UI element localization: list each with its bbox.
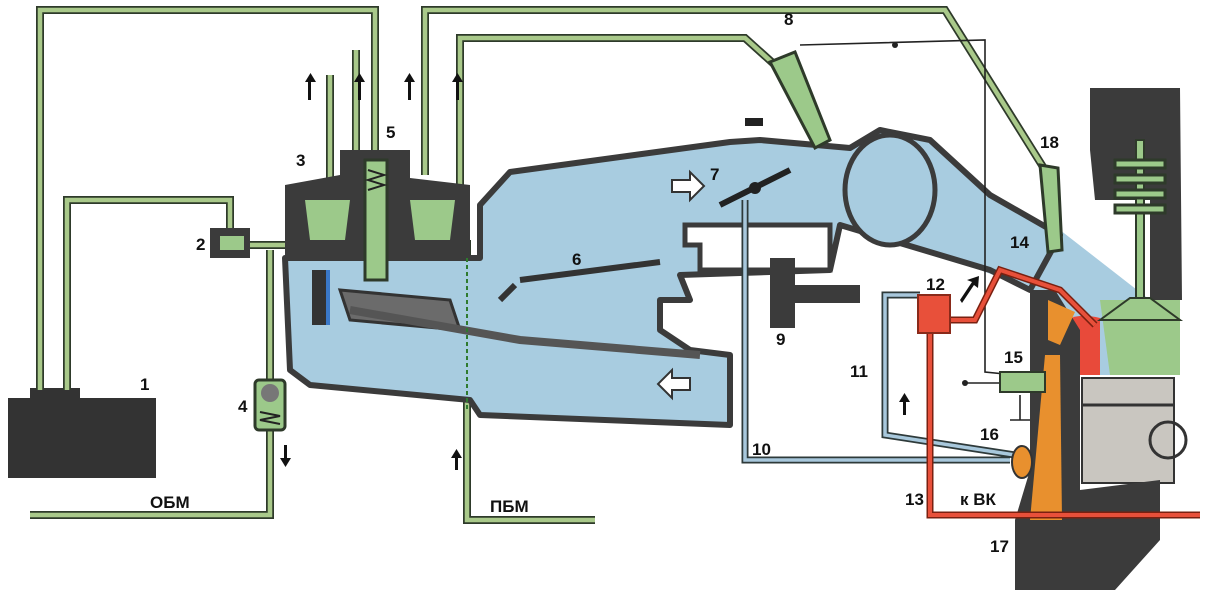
bypass-channel — [682, 222, 833, 273]
label-8: 8 — [784, 10, 793, 29]
air-plate-arm — [349, 306, 701, 359]
air-plate — [519, 259, 661, 283]
aux-air-valve — [770, 258, 795, 328]
coolant-jacket — [1030, 355, 1062, 520]
label-6: 6 — [572, 250, 581, 269]
flow-arrows — [280, 73, 979, 470]
injector-cylinder — [1038, 163, 1064, 254]
label-13: 13 — [905, 490, 924, 509]
distributor-chamber-left — [305, 200, 350, 240]
cold-start-sensor — [1011, 445, 1033, 479]
coolant-jacket-upper — [1048, 300, 1075, 345]
air-arrow-in — [671, 169, 706, 203]
label-3: 3 — [296, 151, 305, 170]
label-5: 5 — [386, 123, 395, 142]
fuel-tank — [8, 398, 156, 478]
plenum — [842, 132, 938, 248]
valve-spring — [1113, 158, 1167, 215]
distributor-chamber-right — [410, 200, 455, 240]
fuel-pipes — [30, 6, 1049, 524]
label-7: 7 — [710, 165, 719, 184]
air-arrow-bottom — [656, 367, 691, 401]
label-16: 16 — [980, 425, 999, 444]
label-18: 18 — [1040, 133, 1059, 152]
injector — [767, 50, 832, 151]
label-to-intake: к ВК — [960, 490, 997, 509]
label-supply-fuel: ПБМ — [490, 497, 529, 516]
label-10: 10 — [752, 440, 771, 459]
label-9: 9 — [776, 330, 785, 349]
valve-head — [1096, 297, 1184, 321]
label-1: 1 — [140, 375, 149, 394]
piston-pin — [1148, 420, 1188, 460]
label-12: 12 — [926, 275, 945, 294]
thermo-time-switch — [999, 371, 1046, 393]
label-17: 17 — [990, 537, 1009, 556]
label-2: 2 — [196, 235, 205, 254]
label-15: 15 — [1004, 348, 1023, 367]
label-return-fuel: ОБМ — [150, 493, 190, 512]
label-14: 14 — [1010, 233, 1029, 252]
warmup-regulator — [917, 294, 951, 334]
label-11: 11 — [850, 362, 868, 381]
piston — [1081, 377, 1175, 484]
label-4: 4 — [238, 397, 248, 416]
